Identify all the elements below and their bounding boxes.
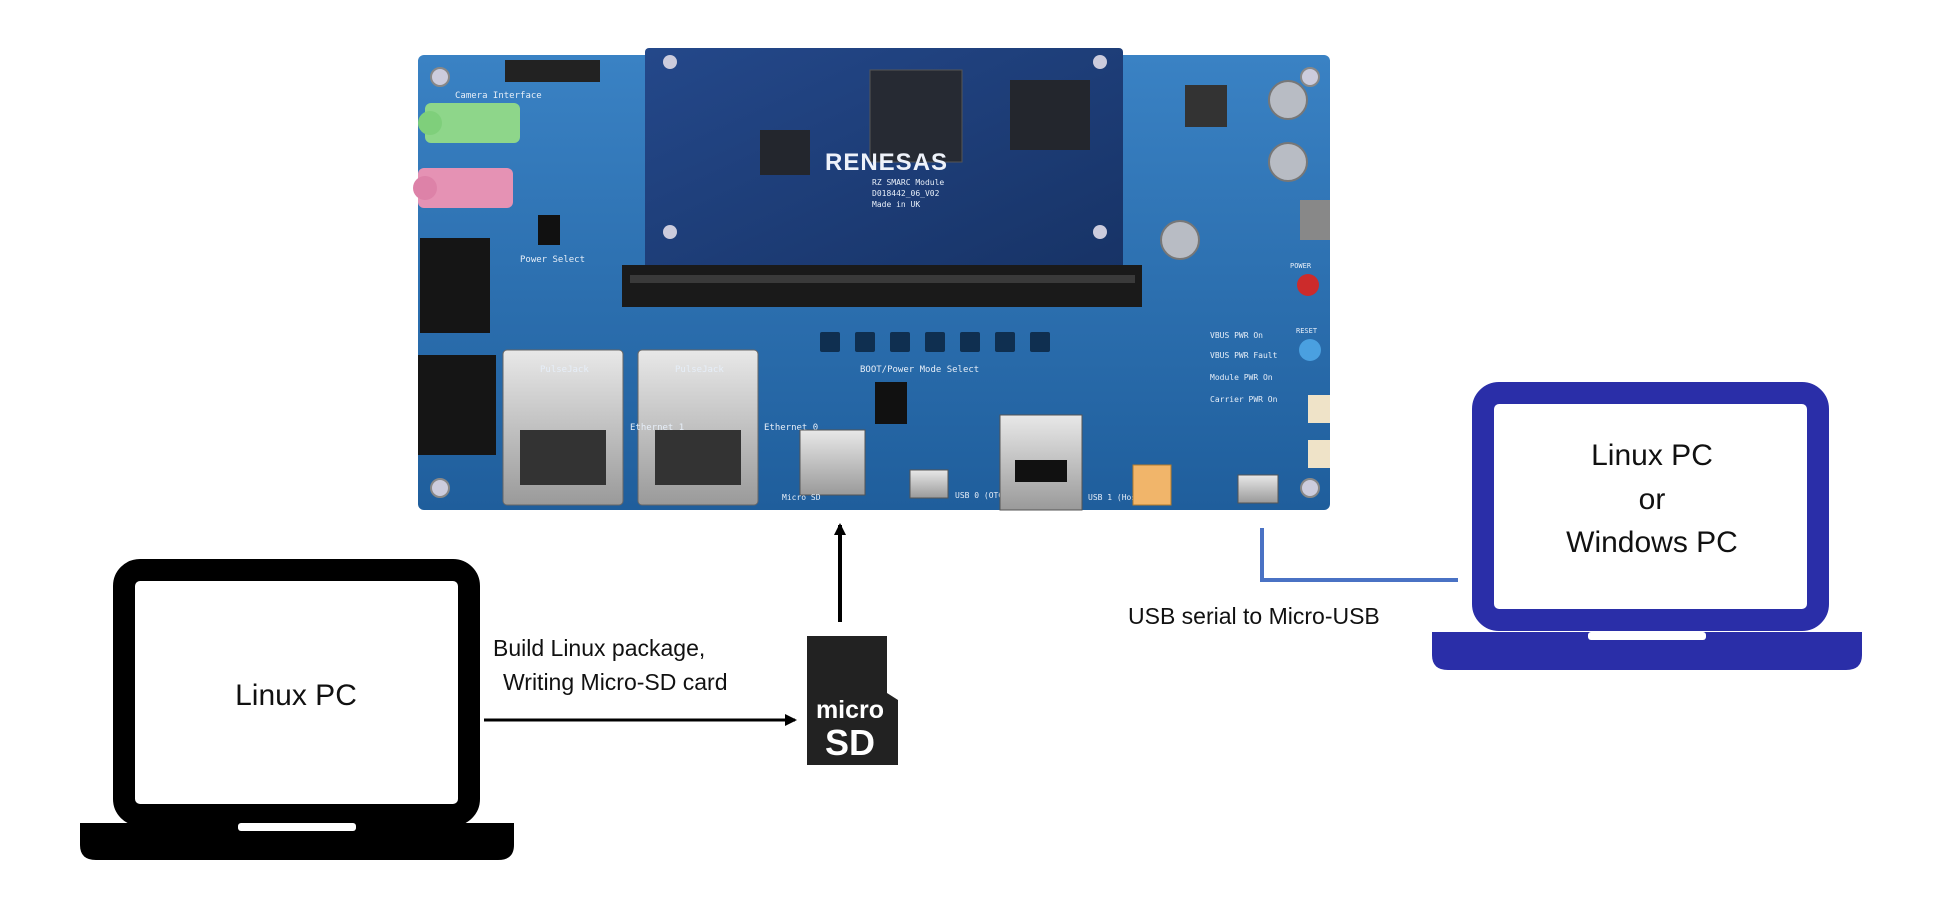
usb-serial-label: USB serial to Micro-USB	[1128, 603, 1380, 629]
silk-vbus-on: VBUS PWR On	[1210, 331, 1263, 340]
power-button	[1297, 274, 1319, 296]
capacitor	[1268, 80, 1308, 120]
evaluation-board: Camera Interface Power Select PulseJack …	[413, 48, 1330, 511]
build-label-2: Writing Micro-SD card	[503, 669, 728, 695]
memory-chip	[1010, 80, 1090, 150]
silk-vbus-fault: VBUS PWR Fault	[1210, 351, 1278, 360]
inductor	[1185, 85, 1227, 127]
micro-usb-otg	[909, 469, 949, 499]
target-laptop-base	[1432, 632, 1862, 670]
usb-serial-cable	[1260, 528, 1458, 582]
micro-usb-serial	[1237, 474, 1279, 504]
silk-eth1: Ethernet 1	[630, 423, 684, 433]
capacitor	[1268, 142, 1308, 182]
usb-host-port	[999, 414, 1083, 511]
mounting-hole	[430, 478, 450, 498]
reset-button	[1299, 339, 1321, 361]
silk-carrier-pwr: Carrier PWR On	[1210, 395, 1278, 404]
target-pc-label-1: Linux PC	[1591, 439, 1713, 472]
dip-switch	[875, 382, 907, 424]
power-select-jumper	[538, 215, 560, 245]
mounting-hole	[430, 67, 450, 87]
audio-jack-green	[425, 103, 520, 143]
camera-connector	[505, 60, 600, 82]
module-text-3: Made in UK	[872, 200, 920, 209]
target-pc-label-3: Windows PC	[1566, 526, 1738, 559]
host-laptop: Linux PC	[80, 559, 514, 860]
pin-header-2	[418, 355, 496, 455]
ethernet-jack-2: PulseJack	[637, 349, 759, 506]
silk-power-select: Power Select	[520, 255, 585, 265]
host-laptop-base	[80, 823, 514, 860]
silk-eth0: Ethernet 0	[764, 423, 818, 433]
soc-chip	[869, 69, 963, 163]
target-laptop: Linux PC or Windows PC	[1432, 382, 1862, 670]
dc-jack	[1300, 200, 1330, 240]
boot-switch-row	[820, 332, 1050, 352]
module-text-1: RZ SMARC Module	[872, 178, 944, 187]
host-pc-label: Linux PC	[235, 679, 357, 712]
silk-usb-otg: USB 0 (OTG)	[955, 491, 1008, 500]
sd-card-text-sd: SD	[825, 722, 875, 763]
svg-text:PulseJack: PulseJack	[675, 365, 724, 375]
mounting-hole	[1300, 67, 1320, 87]
emmc-chip	[760, 130, 810, 175]
silk-boot-select: BOOT/Power Mode Select	[860, 365, 979, 375]
module-connector	[622, 265, 1142, 307]
capacitor	[1160, 220, 1200, 260]
silk-module-pwr: Module PWR On	[1210, 373, 1273, 382]
ethernet-jack-1: PulseJack	[502, 349, 624, 506]
audio-jack-pink	[418, 168, 513, 208]
silk-micro-sd: Micro SD	[782, 493, 821, 502]
host-laptop-screen	[113, 559, 480, 826]
power-input-connector	[1132, 464, 1172, 506]
svg-text:POWER: POWER	[1290, 262, 1312, 270]
target-pc-label-2: or	[1639, 483, 1666, 516]
target-laptop-screen	[1472, 382, 1829, 631]
sd-card-text-micro: micro	[816, 696, 884, 724]
module-text-2: D018442_06_V02	[872, 189, 940, 198]
silk-usb-host: USB 1 (Host)	[1088, 493, 1146, 502]
svg-text:PulseJack: PulseJack	[540, 365, 589, 375]
svg-text:RESET: RESET	[1296, 327, 1318, 335]
renesas-brand: RENESAS	[825, 149, 948, 176]
build-label-1: Build Linux package,	[493, 635, 705, 661]
micro-sd-slot	[799, 429, 866, 496]
silk-camera-label: Camera Interface	[455, 91, 542, 101]
micro-sd-card: micro SD	[807, 636, 898, 765]
pin-header-1	[420, 238, 490, 333]
mounting-hole	[1300, 478, 1320, 498]
